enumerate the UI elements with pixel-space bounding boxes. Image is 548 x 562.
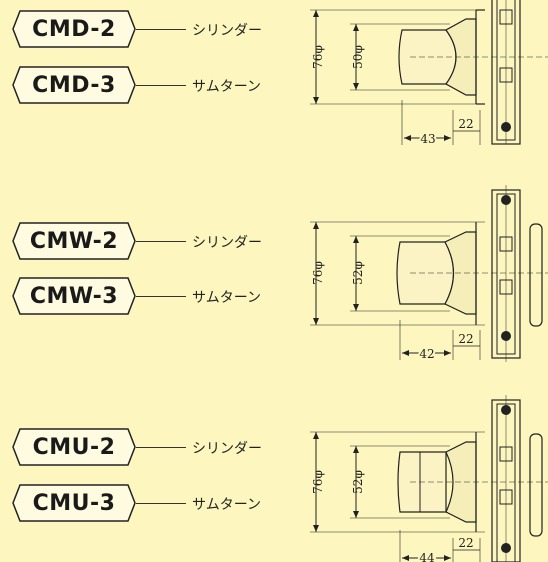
type-label-cylinder: シリンダー (192, 235, 262, 251)
leader-line (136, 447, 186, 448)
rose-dimension: 22 (458, 332, 473, 346)
model-code: CMW-3 (29, 283, 119, 309)
leader-line (136, 29, 186, 30)
model-code: CMW-2 (29, 228, 119, 254)
model-code: CMU-2 (32, 434, 116, 460)
knob-drawing-cmd: 76φ 50φ 43 22 (310, 0, 548, 148)
model-code: CMU-3 (32, 490, 116, 516)
leader-line (136, 296, 186, 297)
model-badge-cmd-2: CMD-2 (12, 10, 136, 48)
projection-dimension: 43 (420, 132, 435, 146)
type-label-thumbturn: サムターン (192, 79, 262, 95)
rose-dimension: 22 (458, 117, 473, 131)
model-code: CMD-2 (32, 16, 116, 42)
type-label-cylinder: シリンダー (192, 441, 262, 457)
model-badge-cmu-2: CMU-2 (12, 428, 136, 466)
knob-diameter-label: 52φ (351, 261, 365, 285)
rose-dimension: 22 (458, 536, 473, 550)
outer-diameter-label: 76φ (311, 45, 325, 69)
type-label-thumbturn: サムターン (192, 497, 262, 513)
type-label-thumbturn: サムターン (192, 290, 262, 306)
knob-drawing-cmu: 76φ 52φ 44 22 (310, 395, 548, 562)
model-badge-cmu-3: CMU-3 (12, 484, 136, 522)
type-label-cylinder: シリンダー (192, 23, 262, 39)
knob-diameter-label: 50φ (351, 45, 365, 69)
model-code: CMD-3 (32, 72, 116, 98)
leader-line (136, 241, 186, 242)
outer-diameter-label: 76φ (311, 261, 325, 285)
leader-line (136, 503, 186, 504)
leader-line (136, 85, 186, 86)
model-badge-cmw-3: CMW-3 (12, 277, 136, 315)
projection-dimension: 44 (419, 551, 435, 562)
knob-drawing-cmw: 76φ 52φ 42 22 (310, 185, 548, 363)
projection-dimension: 42 (419, 347, 434, 361)
outer-diameter-label: 76φ (311, 470, 325, 494)
model-badge-cmd-3: CMD-3 (12, 66, 136, 104)
model-badge-cmw-2: CMW-2 (12, 222, 136, 260)
knob-diameter-label: 52φ (351, 470, 365, 494)
